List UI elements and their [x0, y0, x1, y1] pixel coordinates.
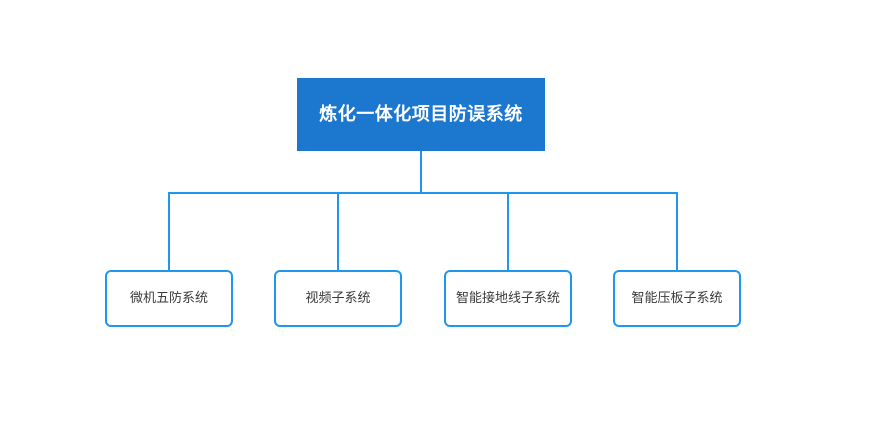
node-child-weiji-wufang[interactable]: 微机五防系统 [105, 270, 233, 327]
node-child-label: 智能压板子系统 [631, 290, 723, 306]
node-root-label: 炼化一体化项目防误系统 [319, 103, 523, 125]
node-child-label: 微机五防系统 [129, 290, 208, 306]
node-child-pressure-plate[interactable]: 智能压板子系统 [613, 270, 741, 327]
node-child-label: 视频子系统 [305, 290, 371, 306]
node-child-video[interactable]: 视频子系统 [274, 270, 402, 327]
node-child-label: 智能接地线子系统 [455, 290, 560, 306]
node-root-system[interactable]: 炼化一体化项目防误系统 [297, 78, 545, 151]
node-child-grounding-wire[interactable]: 智能接地线子系统 [444, 270, 572, 327]
